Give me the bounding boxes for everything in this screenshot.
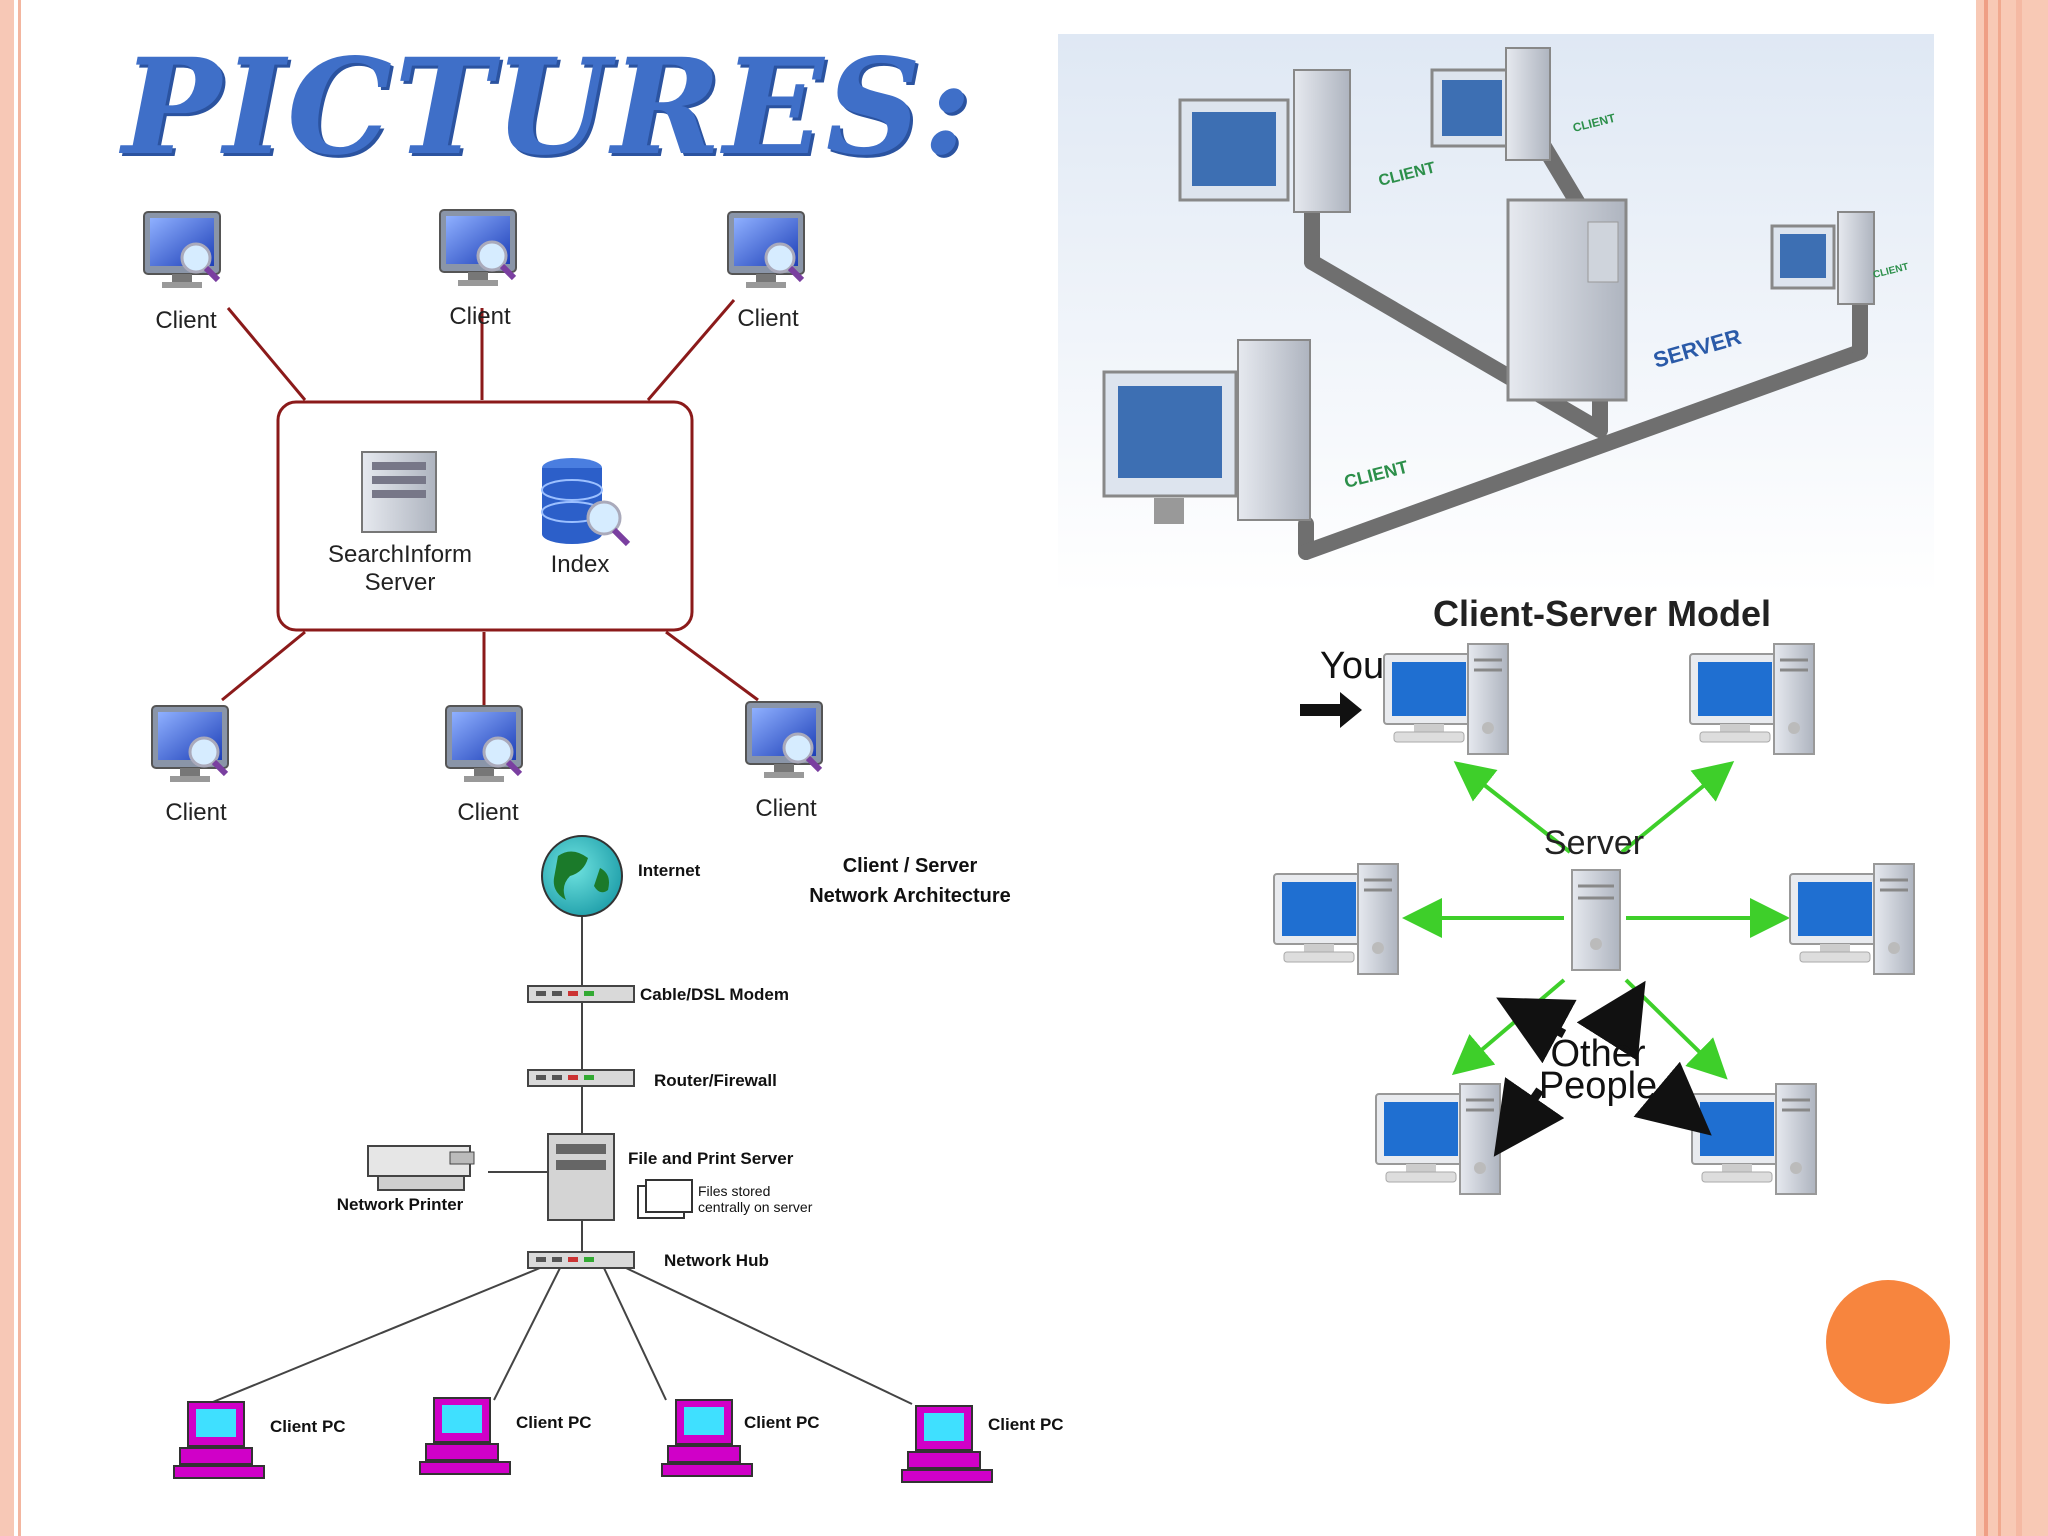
client-label: Client xyxy=(457,799,519,826)
server-label: Server xyxy=(1544,824,1644,862)
client-server-model-diagram: Client-Server Model You Server xyxy=(1272,593,1916,1196)
files-label: Files stored xyxy=(698,1183,770,1199)
client-pc-icon xyxy=(901,1405,993,1483)
client-workstation-icon xyxy=(1178,69,1351,213)
client-pc-label: Client PC xyxy=(988,1415,1064,1434)
modem-icon xyxy=(527,985,635,1003)
client-computer-icon xyxy=(1374,1082,1502,1196)
hub-label: Network Hub xyxy=(664,1251,769,1270)
other-people-label: Other xyxy=(1550,1033,1645,1075)
client-pc-icon xyxy=(661,1399,753,1477)
client-pc-label: Client PC xyxy=(270,1417,346,1436)
client-label: Client xyxy=(755,795,817,822)
router-label: Router/Firewall xyxy=(654,1071,777,1090)
client-workstation-icon xyxy=(1770,211,1875,305)
client-computer-icon xyxy=(1788,862,1916,976)
server-box xyxy=(276,400,694,632)
left-frame-stripe xyxy=(18,0,21,1536)
client-workstation-icon xyxy=(1430,47,1551,161)
server-tower-icon xyxy=(1571,869,1621,971)
client-computer-icon xyxy=(1690,1082,1818,1196)
left-frame-border xyxy=(0,0,14,1536)
accent-dot xyxy=(1826,1280,1950,1404)
client-monitor-icon xyxy=(440,210,516,286)
database-icon xyxy=(541,458,631,547)
client-pc-label: Client PC xyxy=(744,1413,820,1432)
client-computer-icon xyxy=(1382,642,1510,756)
client-computer-icon xyxy=(1272,862,1400,976)
hub-icon xyxy=(527,1251,635,1269)
client-label: Client xyxy=(155,307,217,334)
file-server-icon xyxy=(547,1133,615,1221)
slide-title: PICTURES: xyxy=(122,30,974,185)
server-label: Server xyxy=(365,569,436,596)
client-monitor-icon xyxy=(746,702,822,778)
arch-title: Client / Server xyxy=(843,855,978,877)
searchinform-diagram: Client Client Client Client Client Clien… xyxy=(144,210,822,826)
client-label: Client xyxy=(165,799,227,826)
internet-label: Internet xyxy=(638,861,701,880)
you-arrow-icon xyxy=(1300,692,1362,728)
model-title: Client-Server Model xyxy=(1433,593,1771,634)
client-monitor-icon xyxy=(152,706,228,782)
client-monitor-icon xyxy=(446,706,522,782)
files-label: centrally on server xyxy=(698,1199,813,1215)
internet-globe-icon xyxy=(541,835,623,917)
printer-icon xyxy=(367,1145,475,1191)
modem-label: Cable/DSL Modem xyxy=(640,985,789,1004)
client-label: Client xyxy=(737,305,799,332)
arch-title: Network Architecture xyxy=(809,885,1011,907)
server-icon xyxy=(361,451,437,533)
client-monitor-icon xyxy=(144,212,220,288)
photo-network-diagram: CLIENT CLIENT CLIENT CLIENT SERVER xyxy=(1058,34,1934,594)
file-server-label: File and Print Server xyxy=(628,1149,794,1168)
client-pc-label: Client PC xyxy=(516,1413,592,1432)
client-pc-icon xyxy=(173,1401,265,1479)
files-icon xyxy=(637,1179,693,1219)
router-icon xyxy=(527,1069,635,1087)
printer-label: Network Printer xyxy=(337,1195,464,1214)
index-label: Index xyxy=(551,551,610,578)
client-workstation-icon xyxy=(1102,339,1311,524)
server-label: SearchInform xyxy=(328,541,472,568)
client-label: Client xyxy=(449,303,511,330)
network-architecture-diagram: Internet Client / Server Network Archite… xyxy=(173,835,1064,1483)
you-label: You xyxy=(1320,645,1384,687)
right-frame-border xyxy=(1976,0,2048,1536)
client-pc-icon xyxy=(419,1397,511,1475)
client-computer-icon xyxy=(1688,642,1816,756)
server-tower-icon xyxy=(1506,198,1628,402)
client-monitor-icon xyxy=(728,212,804,288)
other-people-label: People xyxy=(1539,1065,1657,1107)
